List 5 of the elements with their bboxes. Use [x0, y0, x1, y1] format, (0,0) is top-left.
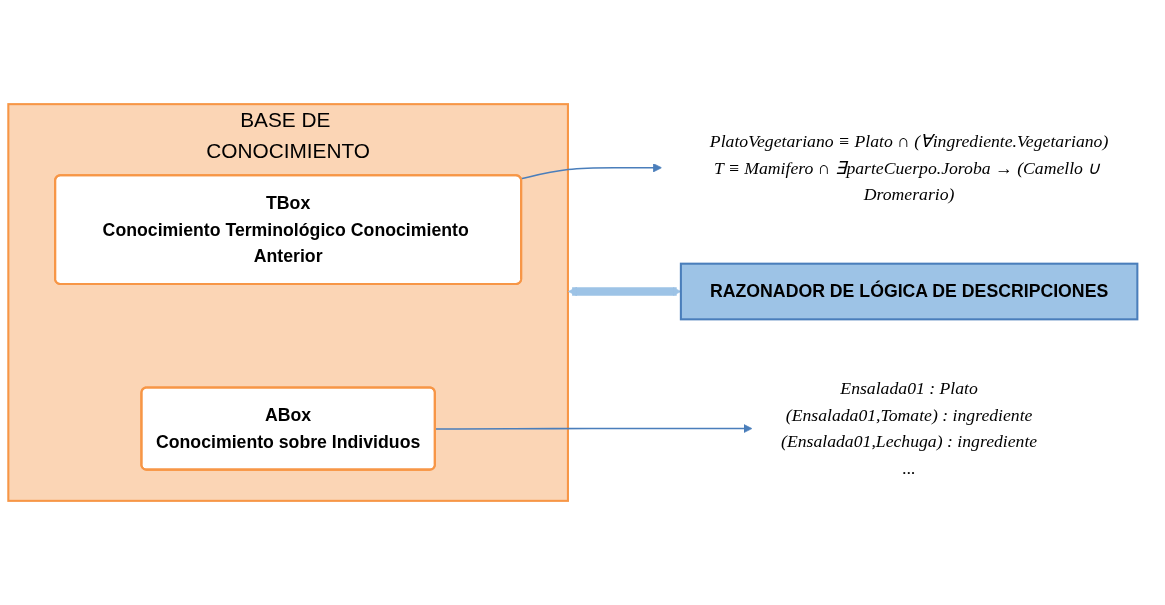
arrow — [520, 163, 662, 180]
node-box: RAZONADOR DE LÓGICA DE DESCRIPCIONES — [679, 262, 1139, 321]
node-text: Ensalada01 : Plato (Ensalada01,Tomate) : ingrediente (Ensalada01,Lechuga) : ingrediente ... — [781, 378, 1038, 478]
node-text: PlatoVegetariano ≡ Plato ∩ (∀ingrediente.Vegetariano) T ≡ Mamifero ∩ ∃parteCuerpo.Joroba → (Camello ∪ Dromerario) — [709, 131, 1109, 204]
arrow — [434, 424, 753, 434]
